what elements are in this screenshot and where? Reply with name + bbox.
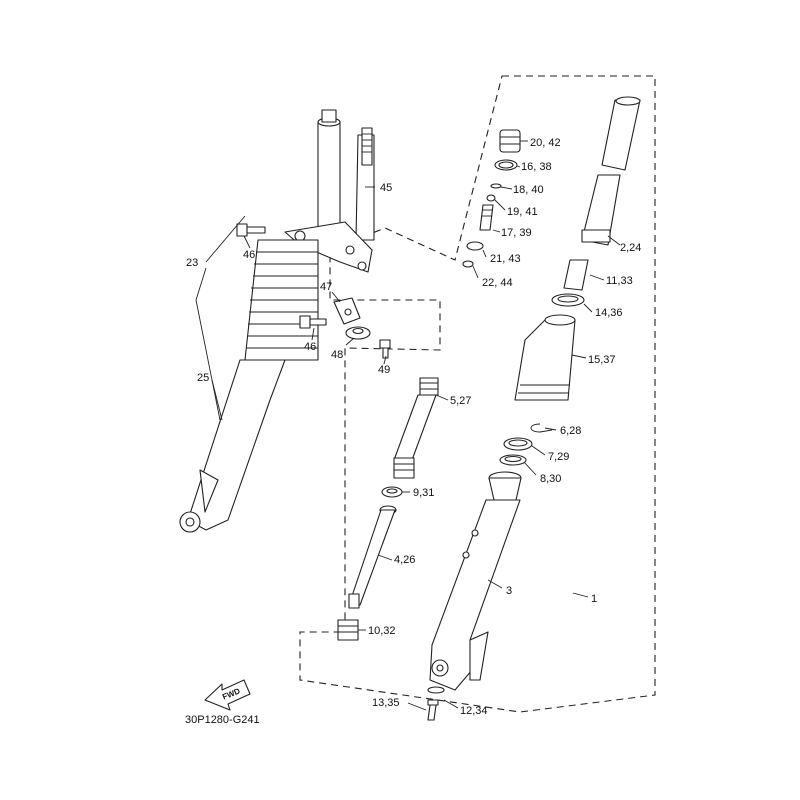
bracket-parts bbox=[299, 297, 391, 359]
cap-parts bbox=[462, 129, 521, 268]
label-9-31: 9,31 bbox=[413, 487, 434, 499]
assembled-fork bbox=[179, 109, 375, 533]
outer-tube bbox=[427, 471, 522, 721]
label-20-42: 20, 42 bbox=[530, 137, 561, 149]
label-11-33: 11,33 bbox=[606, 275, 633, 287]
label-6-28: 6,28 bbox=[560, 425, 581, 437]
label-7-29: 7,29 bbox=[548, 451, 569, 463]
label-49: 49 bbox=[378, 364, 390, 376]
label-25: 25 bbox=[197, 372, 209, 384]
part-labels: 1 2,24 3 4,26 5,27 6,28 7,29 8,30 9,31 1… bbox=[186, 137, 641, 717]
fwd-arrow: FWD bbox=[204, 679, 251, 711]
label-22-44: 22, 44 bbox=[482, 277, 513, 289]
label-17-39: 17, 39 bbox=[501, 227, 532, 239]
diagram-code: 30P1280-G241 bbox=[185, 714, 260, 726]
label-8-30: 8,30 bbox=[540, 473, 561, 485]
leader-lines bbox=[195, 140, 621, 711]
label-1: 1 bbox=[591, 593, 597, 605]
label-19-41: 19, 41 bbox=[507, 206, 538, 218]
label-46-lower: 46 bbox=[304, 341, 316, 353]
label-12-34: 12,34 bbox=[460, 705, 488, 717]
label-10-32: 10,32 bbox=[368, 625, 396, 637]
label-47: 47 bbox=[320, 281, 332, 293]
tube-parts bbox=[499, 96, 641, 466]
label-23: 23 bbox=[186, 257, 198, 269]
label-46-top: 46 bbox=[243, 249, 255, 261]
label-18-40: 18, 40 bbox=[513, 184, 544, 196]
label-3: 3 bbox=[506, 585, 512, 597]
label-2-24: 2,24 bbox=[620, 242, 641, 254]
label-15-37: 15,37 bbox=[588, 354, 616, 366]
label-45: 45 bbox=[380, 182, 392, 194]
label-4-26: 4,26 bbox=[394, 554, 415, 566]
label-21-43: 21, 43 bbox=[490, 253, 521, 265]
label-16-38: 16, 38 bbox=[521, 161, 552, 173]
label-5-27: 5,27 bbox=[450, 395, 471, 407]
label-14-36: 14,36 bbox=[595, 307, 623, 319]
label-13-35: 13,35 bbox=[372, 697, 400, 709]
damper-parts bbox=[337, 377, 439, 641]
label-48: 48 bbox=[331, 349, 343, 361]
